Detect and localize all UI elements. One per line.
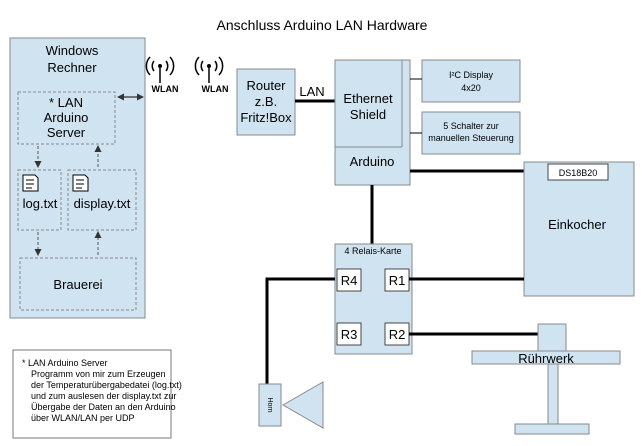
relay-r3: R3 <box>341 327 358 342</box>
footnote-line3: der Temperaturübergabedatei (log.txt) <box>31 380 182 390</box>
router-line2: z.B. <box>255 94 277 109</box>
switches-line1: 5 Schalter zur <box>443 121 499 131</box>
stirrer-label: Rührwerk <box>518 351 574 366</box>
cooker: DS18B20 Einkocher <box>523 161 635 297</box>
i2c-line1: I²C Display <box>449 70 494 80</box>
brewery: Brauerei <box>19 257 137 311</box>
relay-card: 4 Relais-Karte R4 R1 R3 R2 <box>334 243 413 355</box>
brewery-label: Brauerei <box>53 277 102 292</box>
horn: Horn <box>258 381 324 429</box>
diagram-title: Anschluss Arduino LAN Hardware <box>217 17 428 33</box>
lan-arduino-server: * LAN Arduino Server <box>17 91 116 145</box>
arduino-label: Arduino <box>350 154 395 169</box>
footnote-line5: Übergabe der Daten an den Arduino <box>31 402 176 412</box>
display-file-label: display.txt <box>74 196 131 211</box>
wlan-antenna-icon <box>145 56 175 83</box>
relay-r2: R2 <box>389 327 406 342</box>
windows-pc: Windows Rechner * LAN Arduino Server log… <box>9 37 146 319</box>
sensor-label: DS18B20 <box>559 168 598 178</box>
lan-label: LAN <box>299 84 324 99</box>
server-line3: Server <box>47 125 86 140</box>
shield-line1: Ethernet <box>343 91 393 106</box>
server-line2: Arduino <box>44 110 89 125</box>
router-line3: Fritz!Box <box>240 110 292 125</box>
pc-title-line2: Rechner <box>47 60 97 75</box>
footnote-line6: über WLAN/LAN per UDP <box>31 413 135 423</box>
document-icon <box>22 174 39 192</box>
server-line1: * LAN <box>49 95 83 110</box>
document-icon <box>72 174 89 192</box>
manual-switches: 5 Schalter zur manuellen Steuerung <box>421 111 521 155</box>
wlan-label-1: WLAN <box>152 84 179 94</box>
arduino: Ethernet Shield Arduino <box>334 59 411 186</box>
i2c-display: I²C Display 4x20 <box>421 59 521 103</box>
relay-card-title: 4 Relais-Karte <box>344 246 401 256</box>
wlan-label-2: WLAN <box>202 84 229 94</box>
log-file-label: log.txt <box>23 196 58 211</box>
log-file: log.txt <box>17 169 62 231</box>
footnote-line4: und zum auslesen der display.txt zur <box>31 391 176 401</box>
horn-label: Horn <box>266 397 273 412</box>
cooker-label: Einkocher <box>548 217 606 232</box>
router-line1: Router <box>246 78 286 93</box>
display-file: display.txt <box>67 169 137 231</box>
relay-r4: R4 <box>341 273 358 288</box>
stirrer: Rührwerk <box>471 323 621 435</box>
pc-title-line1: Windows <box>46 43 99 58</box>
footnote-line1: * LAN Arduino Server <box>22 358 108 368</box>
footnote-line2: Programm von mir zum Erzeugen <box>31 369 166 379</box>
wlan-antenna-icon <box>194 56 224 83</box>
i2c-line2: 4x20 <box>461 83 481 93</box>
switches-line2: manuellen Steuerung <box>428 133 514 143</box>
shield-line2: Shield <box>350 107 386 122</box>
footnote: * LAN Arduino Server Programm von mir zu… <box>12 349 182 439</box>
relay-r1: R1 <box>389 273 406 288</box>
router: Router z.B. Fritz!Box <box>236 68 296 136</box>
